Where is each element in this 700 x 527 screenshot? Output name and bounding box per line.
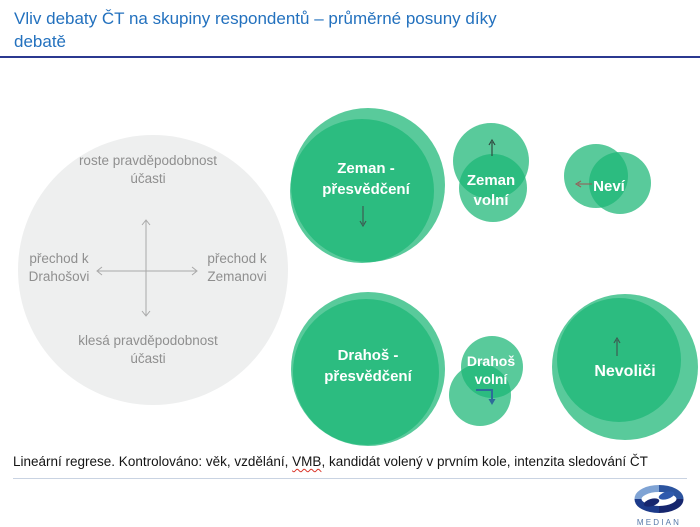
footer-divider (13, 478, 687, 479)
bubble-circle (557, 298, 681, 422)
slide-title-line2: debatě (14, 32, 66, 51)
bubble-zeman-presvedceni: Zeman - přesvědčení (290, 107, 446, 263)
header-divider (0, 56, 700, 58)
bubble-nevolici: Nevoliči (552, 294, 700, 442)
median-logo-text: MEDIAN (636, 518, 682, 527)
median-logo: MEDIAN (630, 485, 688, 527)
bubble-label: Zeman - přesvědčení (322, 160, 410, 198)
slide-header: Vliv debaty ČT na skupiny respondentů – … (0, 0, 700, 56)
bubble-drahos-presvedceni: Drahoš - přesvědčení (291, 292, 445, 446)
shift-down-arrow-icon (359, 206, 367, 228)
footnote: Lineární regrese. Kontrolováno: věk, vzd… (13, 454, 698, 469)
slide-title-line1: Vliv debaty ČT na skupiny respondentů – … (14, 9, 497, 28)
slide-title: Vliv debaty ČT na skupiny respondentů – … (14, 7, 497, 53)
bubble-circle (459, 154, 527, 222)
quadrant-label-top: roste pravděpodobnost účasti (78, 153, 218, 186)
bubble-nevi: Neví (564, 144, 651, 214)
bubble-label: Neví (593, 178, 625, 195)
footnote-prefix: Lineární regrese. Kontrolováno: věk, vzd… (13, 454, 293, 469)
bubble-label: Drahoš volní (466, 353, 516, 387)
quadrant-label-bottom: klesá pravděpodobnost účasti (78, 333, 218, 366)
shift-up-arrow-icon (613, 336, 621, 356)
quadrant-axes-icon (96, 219, 198, 317)
shift-up-arrow-icon (488, 138, 496, 156)
footnote-suffix: , kandidát volený v prvním kole, intenzi… (321, 454, 648, 469)
quadrant-legend-circle (18, 135, 288, 405)
median-logo-icon (634, 485, 684, 513)
bubble-drahos-volni: Drahoš volní (449, 336, 523, 426)
quadrant-label-right: přechod k Zemanovi (207, 251, 267, 284)
bubble-zeman-volni: Zeman volní (453, 123, 529, 223)
bubble-label: Nevoliči (594, 363, 656, 380)
bubble-circle (589, 152, 651, 214)
bubble-circle (293, 299, 439, 445)
bubble-circle (449, 364, 511, 426)
bubble-label: Zeman volní (466, 172, 516, 209)
quadrant-label-left: přechod k Drahošovi (28, 251, 90, 284)
shift-left-arrow-icon (574, 180, 592, 188)
footnote-spellchecked-word: VMB (292, 454, 322, 469)
bubble-circle (290, 119, 434, 263)
shift-right-down-arrow-icon (476, 389, 496, 405)
bubble-label: Drahoš - přesvědčení (324, 347, 412, 385)
